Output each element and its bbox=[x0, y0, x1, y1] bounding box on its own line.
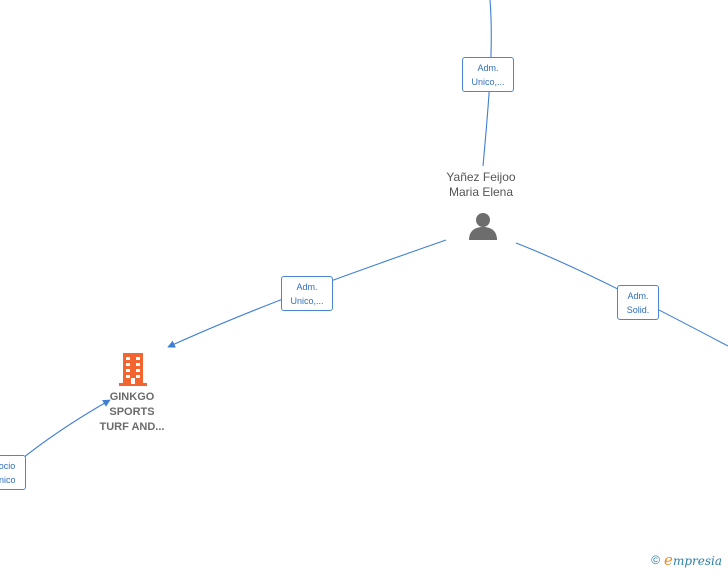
person-icon[interactable] bbox=[468, 211, 498, 241]
edge-right bbox=[515, 242, 728, 347]
company-node-label[interactable]: GINKGO SPORTS TURF AND... bbox=[99, 391, 165, 433]
empresia-logo: empresia bbox=[664, 551, 722, 569]
edge-bottom-left bbox=[17, 399, 111, 463]
edge-label-top[interactable]: Adm. Unico,... bbox=[462, 57, 514, 92]
edge-label-bottom-left[interactable]: Socio Único bbox=[0, 455, 26, 490]
edge-label-left[interactable]: Adm. Unico,... bbox=[281, 276, 333, 311]
copyright-symbol: © bbox=[651, 553, 661, 567]
person-node-label[interactable]: Yañez Feijoo Maria Elena bbox=[446, 170, 516, 199]
footer-brand: © empresia bbox=[651, 551, 722, 569]
building-icon[interactable] bbox=[117, 351, 149, 387]
edge-label-right[interactable]: Adm. Solid. bbox=[617, 285, 659, 320]
